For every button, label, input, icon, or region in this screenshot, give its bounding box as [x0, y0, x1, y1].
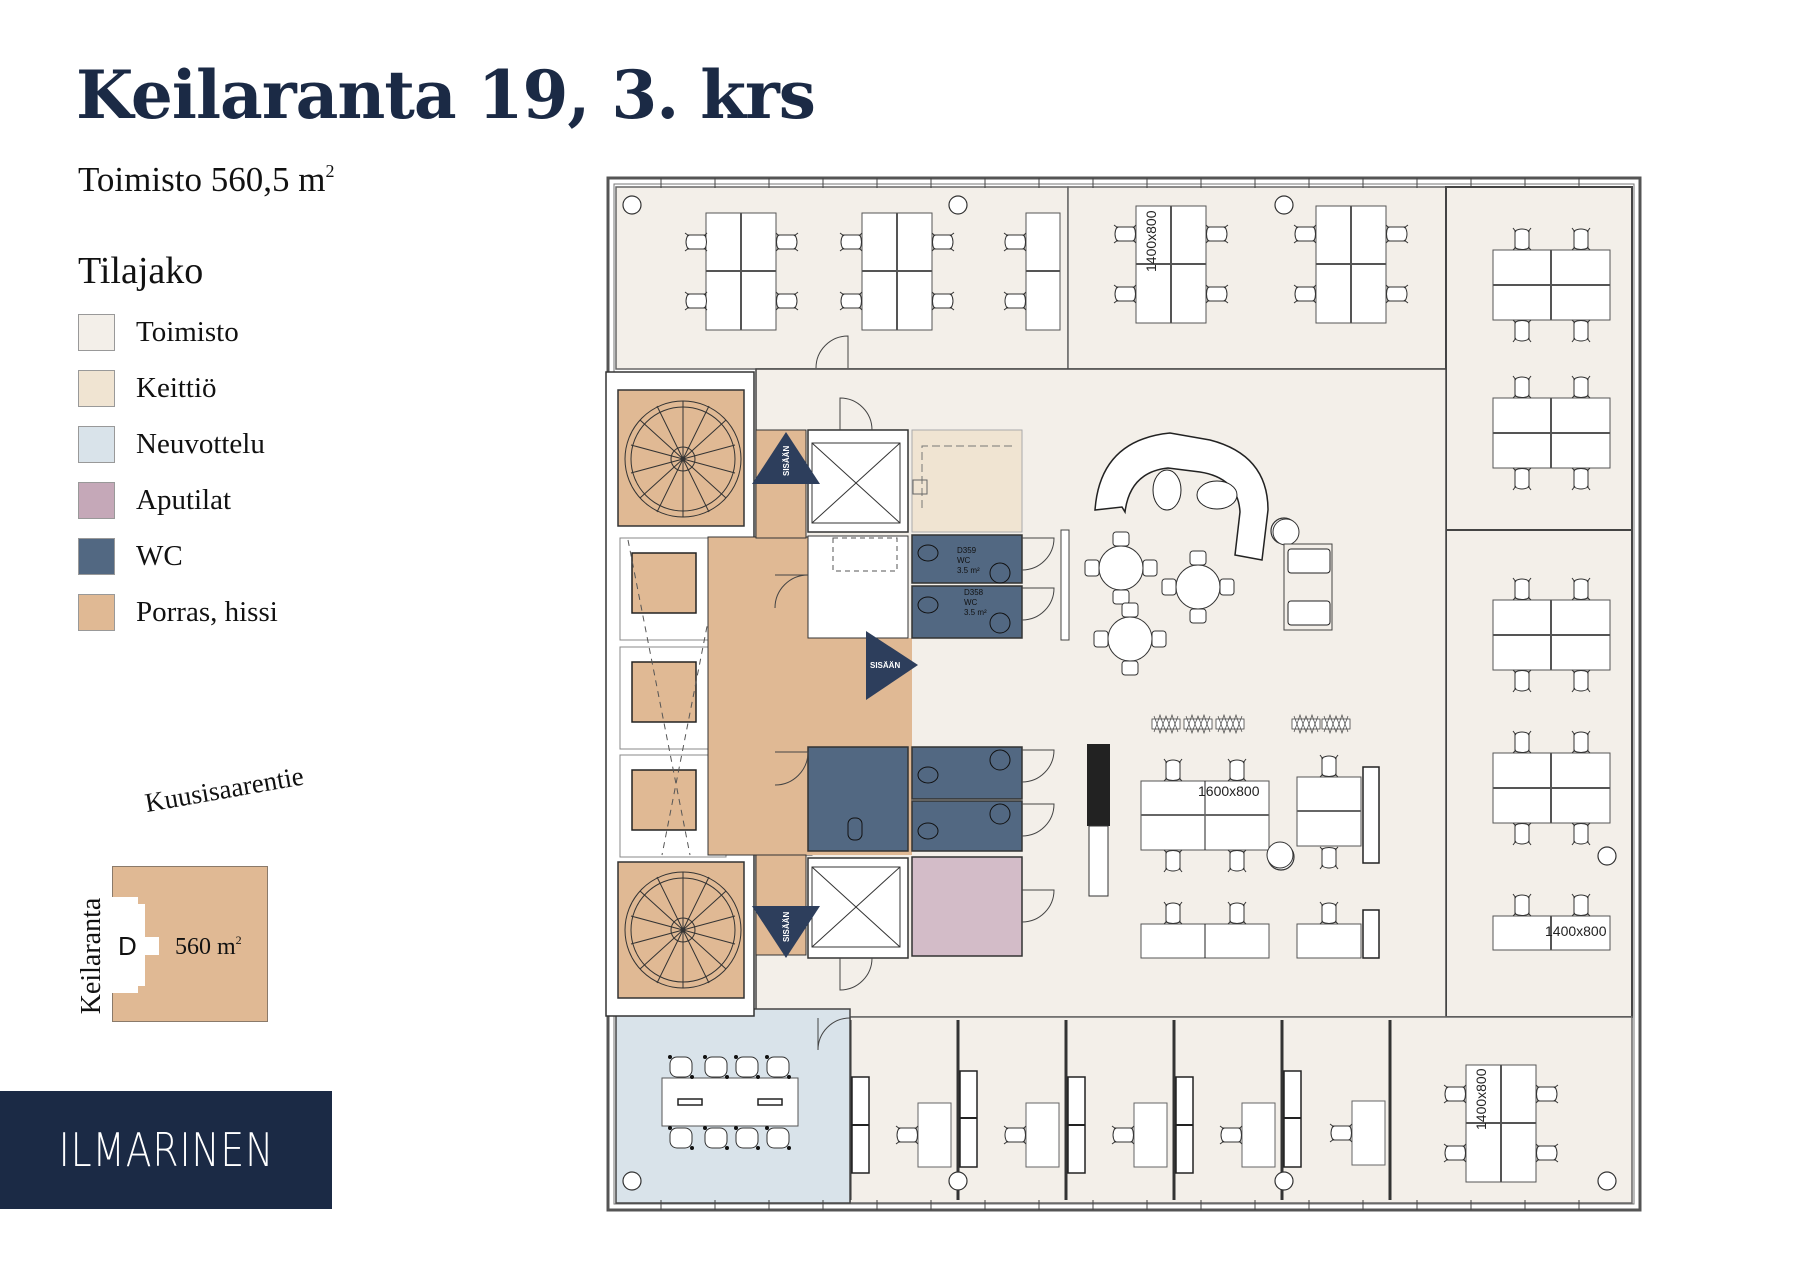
legend-item-aputilat: Aputilat [78, 472, 278, 528]
workstations-north-east [1492, 227, 1611, 491]
open-office-desks [1087, 744, 1380, 959]
floor-plan: D359 WC 3.5 m² D358 WC 3.5 m² SISÄÄN [605, 176, 1642, 1212]
keymap-section-letter: D [118, 931, 137, 961]
spiral-stair-south [624, 871, 742, 989]
entrance-arrow-south: SISÄÄN [752, 906, 820, 958]
wc-d358 [911, 585, 1023, 639]
storage-white [807, 535, 909, 639]
swatch-wc [78, 537, 115, 575]
office-area-sup: 2 [325, 161, 335, 181]
entrance-label: SISÄÄN [870, 661, 900, 670]
office-north-west [615, 186, 1069, 370]
wc-d358-type: WC [964, 598, 978, 607]
wc-accessible [807, 746, 909, 852]
dimension-label: 1600x800 [1198, 783, 1260, 799]
office-area-subtitle: Toimisto 560,5 m2 [78, 162, 334, 197]
partition-screen [1060, 529, 1070, 641]
dimension-label: 1400x800 [1545, 923, 1607, 939]
office-area-text: Toimisto 560,5 m [78, 160, 326, 199]
dimension-label: 1400x800 [1143, 210, 1159, 272]
legend-label: Neuvottelu [136, 427, 265, 460]
shaft-north [807, 429, 909, 533]
wc-d358-id: D358 [964, 588, 984, 597]
entrance-label: SISÄÄN [782, 446, 791, 476]
doors [774, 335, 1055, 1051]
legend-item-wc: WC [78, 528, 278, 584]
shaft-south [807, 857, 909, 959]
wc-d359-type: WC [957, 556, 971, 565]
wc-south-2 [911, 800, 1023, 852]
wc-d359-area: 3.5 m² [957, 566, 980, 575]
workstations-north-middle [1113, 205, 1409, 324]
legend-label: Toimisto [136, 315, 239, 348]
brand-logo: ILMARINEN [0, 1091, 332, 1209]
office-north-east [1445, 186, 1633, 531]
legend: Tilajako Toimisto Keittiö Neuvottelu Apu… [78, 252, 278, 640]
building-keymap-block: D 560 m2 [112, 866, 268, 1022]
swatch-aputilat [78, 481, 115, 519]
swatch-toimisto [78, 313, 115, 351]
south-office-furniture [851, 1064, 1559, 1183]
legend-item-porras-hissi: Porras, hissi [78, 584, 278, 640]
street-label-kuusisaarentie: Kuusisaarentie [142, 760, 306, 819]
swatch-keittio [78, 369, 115, 407]
keymap-area: 560 m2 [175, 933, 242, 961]
entrance-label: SISÄÄN [782, 912, 791, 942]
entrance-arrow-north: SISÄÄN [752, 432, 820, 484]
swatch-neuvottelu [78, 425, 115, 463]
lounge-sofa [1094, 432, 1269, 561]
kitchen [911, 429, 1023, 533]
keymap-notch [137, 904, 145, 986]
location-keymap: Kuusisaarentie Keilaranta D 560 m2 [60, 761, 360, 1040]
auxiliary-room [911, 856, 1023, 957]
wc-south-1 [911, 746, 1023, 800]
entrance-arrow-east: SISÄÄN [866, 631, 918, 700]
stair-south [617, 861, 745, 999]
dimension-label: 1400x800 [1473, 1068, 1489, 1130]
window-mullions [660, 178, 1580, 1210]
meeting-table [661, 1054, 799, 1151]
side-table [1272, 518, 1300, 546]
legend-label: Aputilat [136, 483, 232, 516]
wc-d359-id: D359 [957, 546, 977, 555]
legend-label: Keittiö [136, 371, 217, 404]
wc-d359 [911, 534, 1023, 584]
workstations-north-west [684, 212, 1061, 331]
keymap-area-sup: 2 [235, 933, 242, 947]
workstations-east [1492, 577, 1611, 951]
armchair-pod [1283, 543, 1333, 631]
legend-label: WC [136, 539, 183, 572]
swatch-porras-hissi [78, 593, 115, 631]
legend-item-toimisto: Toimisto [78, 304, 278, 360]
spiral-stair-north [624, 400, 742, 518]
page-title: Keilaranta 19, 3. krs [76, 56, 816, 134]
wc-d358-area: 3.5 m² [964, 608, 987, 617]
legend-title: Tilajako [78, 250, 204, 292]
street-label-keilaranta: Keilaranta [76, 897, 107, 1015]
legend-item-neuvottelu: Neuvottelu [78, 416, 278, 472]
office-north-middle [1067, 186, 1447, 370]
brand-name: ILMARINEN [58, 1123, 274, 1177]
legend-item-keittio: Keittiö [78, 360, 278, 416]
keymap-area-text: 560 m [175, 934, 236, 960]
legend-label: Porras, hissi [136, 595, 278, 628]
keymap-notch [143, 937, 159, 955]
keymap-notch [112, 897, 138, 993]
